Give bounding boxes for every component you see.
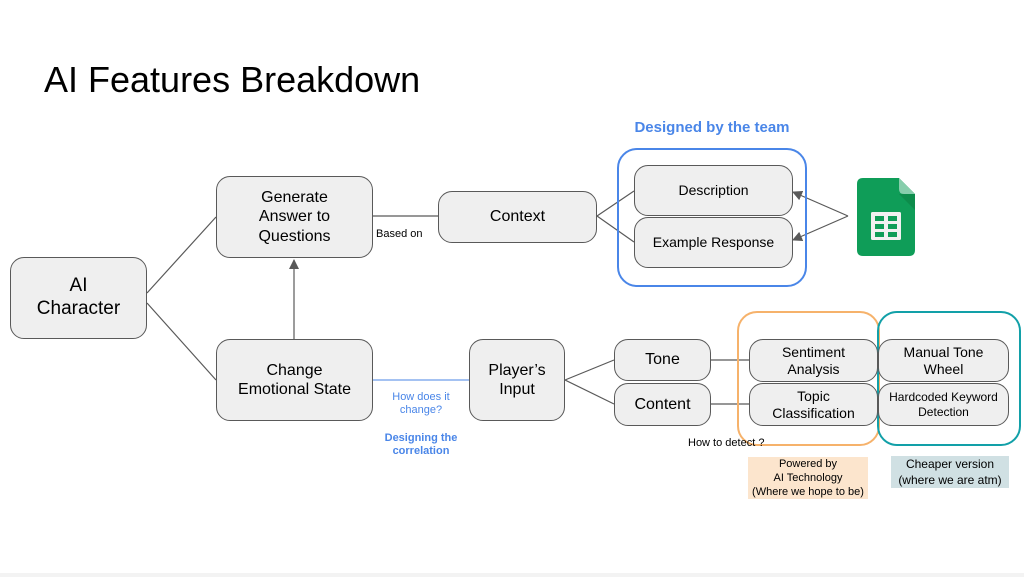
- cheaper-version-label: Cheaper version (where we are atm): [891, 456, 1009, 488]
- content-node: Content: [614, 383, 711, 426]
- cheaper-version-group: [877, 311, 1021, 446]
- how-to-detect-label: How to detect ?: [688, 437, 765, 449]
- players-input-node: Player’s Input: [469, 339, 565, 421]
- manual-tone-wheel-node: Manual Tone Wheel: [878, 339, 1009, 382]
- google-sheets-icon: [857, 178, 915, 256]
- change-emotional-state-node: Change Emotional State: [216, 339, 373, 421]
- tone-node: Tone: [614, 339, 711, 381]
- designing-correlation-label: Designing the correlation: [384, 432, 458, 458]
- hardcoded-keyword-detection-node: Hardcoded Keyword Detection: [878, 383, 1009, 426]
- how-does-it-change-label: How does it change?: [392, 391, 450, 417]
- context-node: Context: [438, 191, 597, 243]
- sentiment-analysis-node: Sentiment Analysis: [749, 339, 878, 382]
- ai-technology-group: [737, 311, 880, 446]
- powered-by-ai-label: Powered by AI Technology (Where we hope …: [748, 457, 868, 499]
- line-context-to-example: [596, 215, 635, 243]
- line-input-to-tone: [564, 359, 615, 381]
- description-node: Description: [634, 165, 793, 216]
- topic-classification-node: Topic Classification: [749, 383, 878, 426]
- line-context-to-description: [596, 190, 635, 217]
- line-ai-to-generate: [146, 216, 217, 294]
- team-designed-group: [617, 148, 807, 287]
- based-on-label: Based on: [376, 228, 423, 240]
- designed-by-team-label: Designed by the team: [634, 119, 790, 136]
- arrow-sheet-to-description: [792, 191, 849, 217]
- line-input-to-content: [564, 379, 615, 405]
- page-title: AI Features Breakdown: [44, 59, 421, 100]
- example-response-node: Example Response: [634, 217, 793, 268]
- bottom-bar: [0, 573, 1024, 577]
- generate-answer-node: Generate Answer to Questions: [216, 176, 373, 258]
- arrow-sheet-to-example: [792, 215, 849, 241]
- ai-character-node: AI Character: [10, 257, 147, 339]
- line-ai-to-change: [146, 302, 217, 381]
